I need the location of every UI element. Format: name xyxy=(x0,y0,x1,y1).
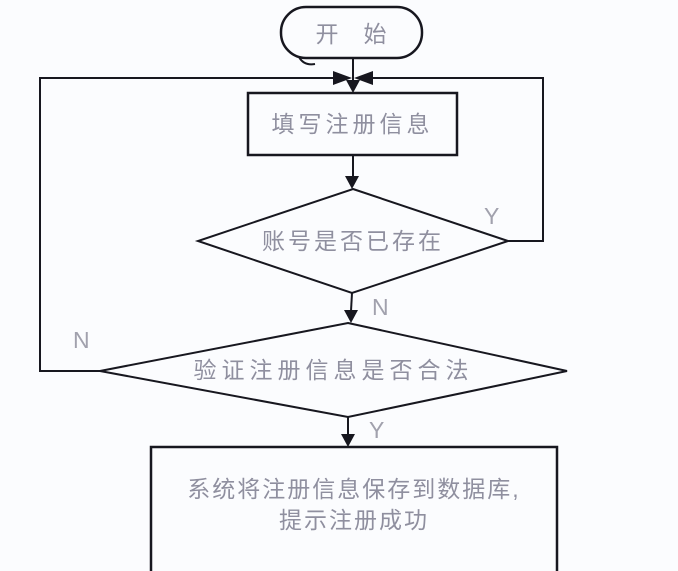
arrowhead-left-at-junction xyxy=(354,71,373,85)
account-exists-label: 账号是否已存在 xyxy=(262,228,444,254)
loop-line-validate-no xyxy=(39,77,334,372)
fill-registration-label: 填写注册信息 xyxy=(271,111,434,137)
save-to-database-label-line1: 系统将注册信息保存到数据库, xyxy=(187,476,521,502)
start-node-label: 开 始 xyxy=(315,21,388,47)
start-terminator-shape xyxy=(279,5,424,60)
arrowhead-down-into-validate xyxy=(344,310,358,323)
connector-exists-to-validate xyxy=(350,292,353,312)
exists-yes-label: Y xyxy=(484,203,500,229)
validate-yes-label: Y xyxy=(369,417,385,443)
arrowhead-down-into-exists xyxy=(345,176,359,189)
start-terminator-tail xyxy=(298,56,316,66)
arrowhead-right-at-junction xyxy=(333,71,352,85)
validate-no-label: N xyxy=(73,327,90,353)
save-to-database-label-line2: 提示注册成功 xyxy=(279,507,429,533)
exists-no-label: N xyxy=(372,294,389,320)
arrowhead-down-into-save xyxy=(341,434,355,447)
loop-line-exists-yes xyxy=(373,77,544,242)
arrowhead-down-into-fill xyxy=(346,80,360,93)
process-box-save-to-database xyxy=(149,445,559,571)
save-to-database-label: 系统将注册信息保存到数据库, 提示注册成功 xyxy=(151,474,557,536)
validate-registration-label: 验证注册信息是否合法 xyxy=(193,357,474,383)
